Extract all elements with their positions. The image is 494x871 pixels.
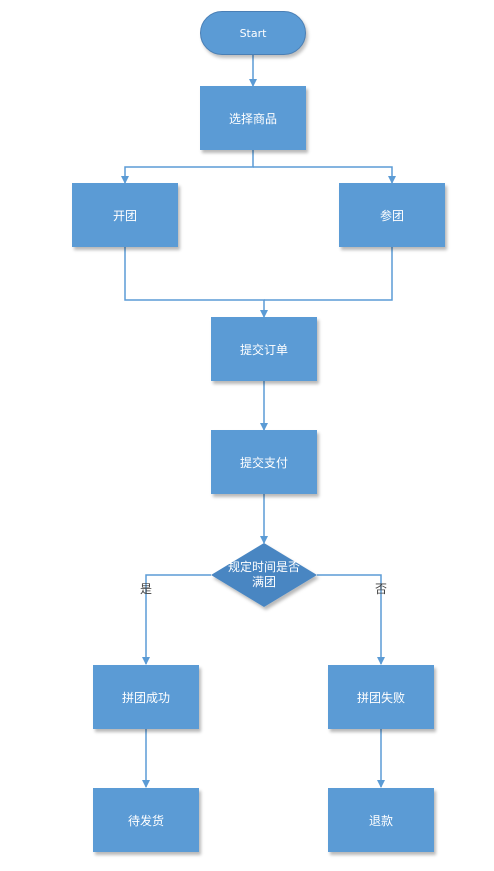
connector-decision-yes bbox=[142, 574, 211, 665]
start-node-label: Start bbox=[239, 26, 267, 40]
connector-select-to-open bbox=[121, 150, 254, 184]
submit-order-label: 提交订单 bbox=[239, 342, 288, 357]
connector-decision-no bbox=[317, 574, 385, 665]
refund-label: 退款 bbox=[368, 813, 393, 828]
submit-payment-label: 提交支付 bbox=[239, 455, 288, 470]
select-product-node: 选择商品 bbox=[200, 86, 306, 150]
open-group-node: 开团 bbox=[72, 183, 178, 247]
refund-node: 退款 bbox=[328, 788, 434, 852]
group-success-node: 拼团成功 bbox=[93, 665, 199, 729]
group-success-label: 拼团成功 bbox=[121, 690, 170, 705]
group-fail-label: 拼团失败 bbox=[356, 690, 405, 705]
submit-payment-node: 提交支付 bbox=[211, 430, 317, 494]
decision-label-line1: 规定时间是否 bbox=[227, 560, 300, 574]
join-group-label: 参团 bbox=[379, 208, 404, 223]
edge-label-yes: 是 bbox=[140, 582, 153, 596]
connector-open-to-order bbox=[124, 247, 268, 318]
await-shipping-label: 待发货 bbox=[127, 813, 164, 828]
start-node: Start bbox=[200, 11, 306, 55]
decision-label: 规定时间是否 满团 bbox=[214, 560, 314, 590]
submit-order-node: 提交订单 bbox=[211, 317, 317, 381]
connector-join-to-order bbox=[264, 247, 393, 301]
group-fail-node: 拼团失败 bbox=[328, 665, 434, 729]
decision-diamond bbox=[211, 543, 317, 607]
join-group-node: 参团 bbox=[339, 183, 445, 247]
select-product-label: 选择商品 bbox=[228, 111, 277, 126]
connector-select-to-join bbox=[253, 166, 396, 184]
decision-label-line2: 满团 bbox=[251, 575, 276, 589]
edge-label-no: 否 bbox=[375, 582, 388, 596]
open-group-label: 开团 bbox=[112, 208, 137, 223]
await-shipping-node: 待发货 bbox=[93, 788, 199, 852]
